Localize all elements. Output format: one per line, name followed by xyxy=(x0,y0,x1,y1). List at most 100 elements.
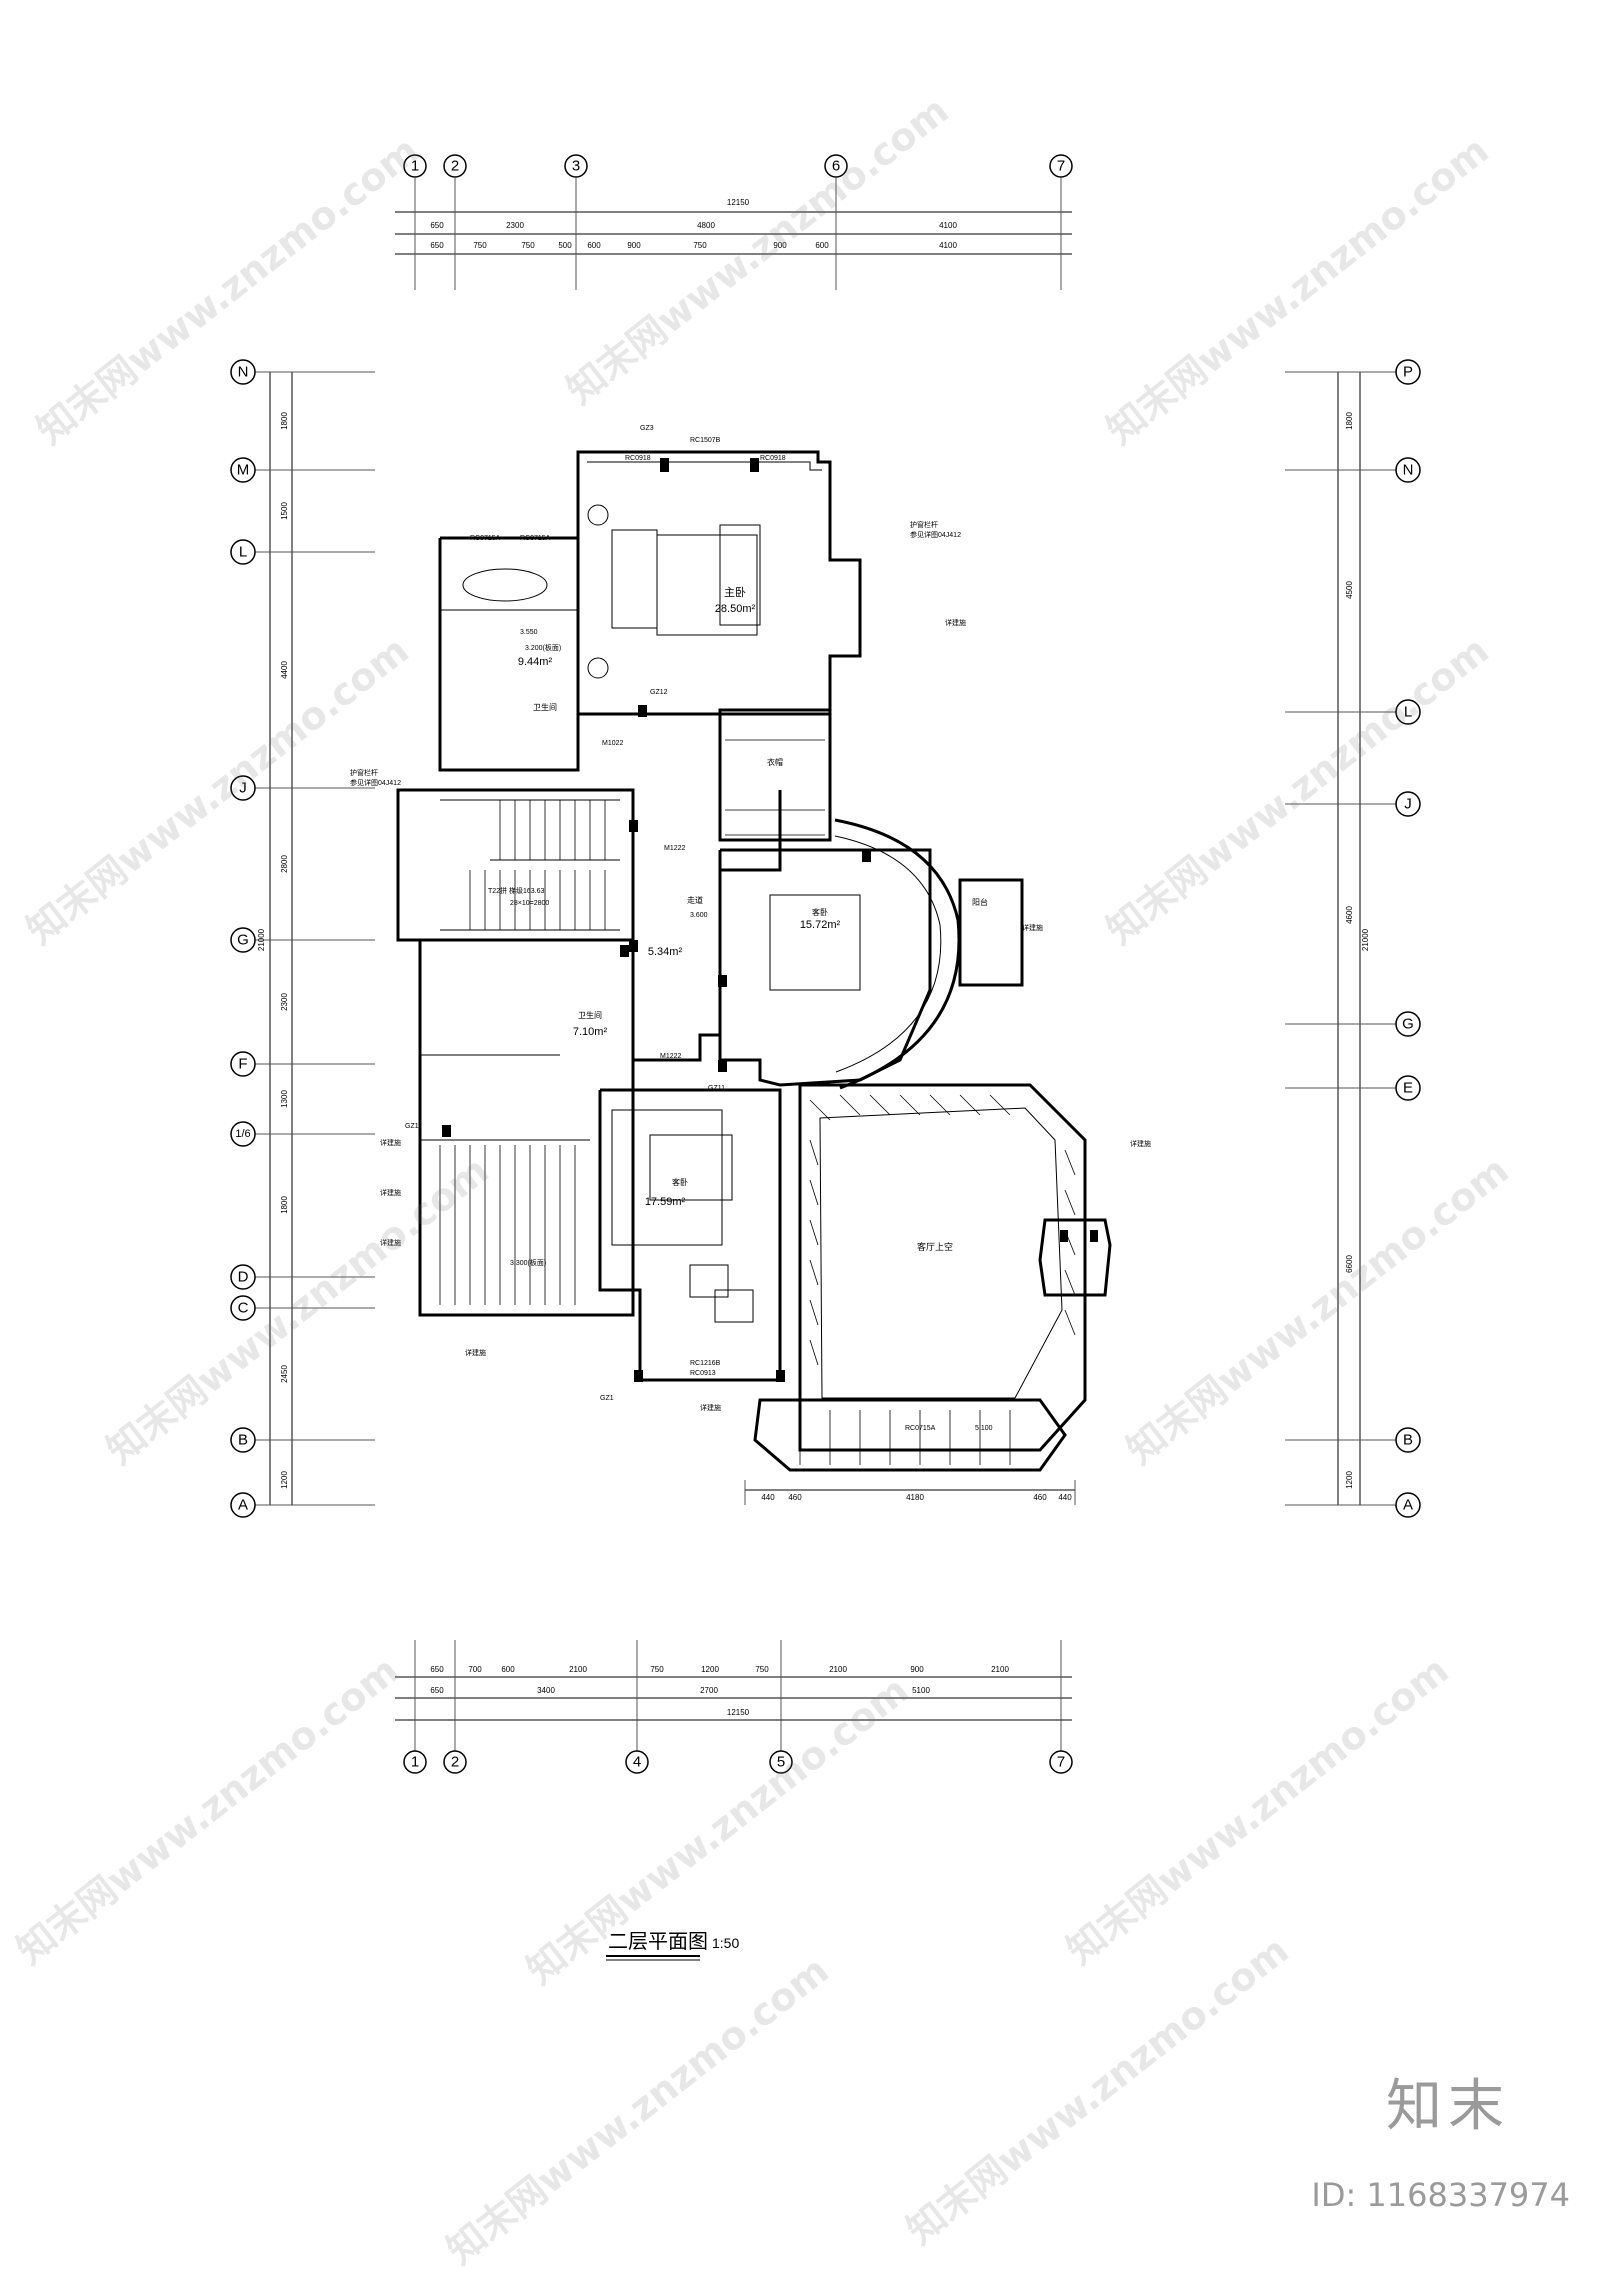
room-corridor-area: 5.34m² xyxy=(648,946,683,958)
left-dim-1800b: 1800 xyxy=(280,1196,289,1214)
room-labels: 主卧 28.50m² 卫生间 9.44m² 衣帽 客卧 15.72m² 走道 5… xyxy=(350,425,1151,1432)
elev-label-5: 5.100 xyxy=(975,1425,993,1432)
room-balcony-name: 阳台 xyxy=(972,897,988,907)
stair-label: T22拼 梯级163.63 xyxy=(488,886,545,895)
drawing-title-block: 二层平面图 1:50 xyxy=(606,1931,739,1961)
left-axis-D: D xyxy=(238,1269,249,1286)
top-dim-500: 500 xyxy=(558,241,572,250)
room-bath1-name: 卫生间 xyxy=(533,702,557,712)
room-guest2-area: 17.59m² xyxy=(645,1196,686,1208)
left-dim-2300: 2300 xyxy=(280,993,289,1011)
room-guest2-name: 客卧 xyxy=(672,1177,688,1187)
window-code-1: RC0918 xyxy=(625,455,651,462)
top-axis-2: 2 xyxy=(451,158,459,175)
top-dim-600: 600 xyxy=(587,241,601,250)
top-dim-650: 650 xyxy=(430,221,444,230)
bottom-dim-5100: 5100 xyxy=(912,1686,930,1695)
wardrobe-hatch xyxy=(725,714,825,836)
left-axis-J: J xyxy=(239,780,247,797)
right-dim-4500: 4500 xyxy=(1345,581,1354,599)
bottom-dim-750: 750 xyxy=(650,1665,664,1674)
bottom-dim-2100: 2100 xyxy=(569,1665,587,1674)
right-axis-J: J xyxy=(1404,796,1412,813)
left-dim-1200: 1200 xyxy=(280,1471,289,1489)
bottom-dim-3400: 3400 xyxy=(537,1686,555,1695)
left-dim-1500: 1500 xyxy=(280,502,289,520)
left-dim-2800: 2800 xyxy=(280,855,289,873)
brand-logo: 知末 xyxy=(1386,2074,1510,2139)
left-axis-A: A xyxy=(238,1497,248,1514)
left-axis-F: F xyxy=(238,1056,247,1073)
room-master-name: 主卧 xyxy=(724,586,746,599)
top-axis-3: 3 xyxy=(572,158,580,175)
right-dim-1200: 1200 xyxy=(1345,1471,1354,1489)
left-axis-B: B xyxy=(238,1432,248,1449)
left-axis-C: C xyxy=(238,1300,249,1317)
detail-ref-6: 详建施 xyxy=(380,1238,401,1247)
elev-label-1: 3.550 xyxy=(520,629,538,636)
elev-label-2: 3.600 xyxy=(690,912,708,919)
bottom-dim-2700: 2700 xyxy=(700,1686,718,1695)
void-hatch xyxy=(809,1094,1076,1366)
top-dim-4100b: 4100 xyxy=(939,241,957,250)
top-axis-6: 6 xyxy=(832,158,840,175)
bottom-dimension-block: 650 700 600 2100 750 1200 750 2100 900 2… xyxy=(395,1640,1073,1774)
drawing-scale: 1:50 xyxy=(712,1935,739,1951)
window-code-11: RC0715A xyxy=(905,1425,936,1432)
right-axis-L: L xyxy=(1404,704,1412,721)
window-code-2: RC1507B xyxy=(690,437,721,444)
col-code-8: GZ1 xyxy=(600,1395,614,1402)
detail-ref-4: 详建施 xyxy=(380,1138,401,1147)
room-master-area: 28.50m² xyxy=(715,603,756,615)
room-wardrobe-name: 衣帽 xyxy=(767,757,783,767)
drawing-title: 二层平面图 xyxy=(608,1931,708,1953)
top-dim-900: 900 xyxy=(627,241,641,250)
door-code-2: M1022 xyxy=(602,740,624,747)
bottom-dim-2100c: 2100 xyxy=(991,1665,1009,1674)
left-axis-L: L xyxy=(239,544,247,561)
plan-walls xyxy=(396,450,1112,1472)
col-code-7: GZ1 xyxy=(405,1123,419,1130)
bottom-dim-650: 650 xyxy=(430,1665,444,1674)
right-axis-block: 21000 1800 4500 4600 6600 1200 P N L J G… xyxy=(1285,359,1421,1518)
left-dim-4400: 4400 xyxy=(280,661,289,679)
bay-dim-440b: 440 xyxy=(1058,1493,1072,1502)
door-code-1: M1222 xyxy=(664,845,686,852)
left-axis-G: G xyxy=(237,932,249,949)
top-dim-900b: 900 xyxy=(773,241,787,250)
bay-dim-440: 440 xyxy=(761,1493,775,1502)
right-axis-N: N xyxy=(1403,462,1414,479)
bay-hatch xyxy=(799,1410,1011,1465)
top-dim-2300: 2300 xyxy=(506,221,524,230)
room-guest1-area: 15.72m² xyxy=(800,919,841,931)
elev-label-3: 3.200(板面) xyxy=(525,643,561,652)
bottom-axis-4: 4 xyxy=(633,1754,641,1771)
bottom-total-dim: 12150 xyxy=(727,1708,750,1717)
detail-ref-5: 详建施 xyxy=(380,1188,401,1197)
right-axis-B: B xyxy=(1403,1432,1413,1449)
bottom-dim-700: 700 xyxy=(468,1665,482,1674)
bay-dim-4180: 4180 xyxy=(906,1493,924,1502)
top-dim-750b: 750 xyxy=(521,241,535,250)
bottom-dim-750b: 750 xyxy=(755,1665,769,1674)
top-dim-4100: 4100 xyxy=(939,221,957,230)
railing-label-2: 护窗栏杆 xyxy=(910,520,938,529)
top-axis-1: 1 xyxy=(411,158,419,175)
railing-label: 护窗栏杆 xyxy=(350,768,378,777)
bay-dim-460b: 460 xyxy=(1033,1493,1047,1502)
right-axis-A: A xyxy=(1403,1497,1413,1514)
room-bath2-name: 卫生间 xyxy=(578,1010,602,1020)
left-dim-2450: 2450 xyxy=(280,1365,289,1383)
window-code-9: RC1216B xyxy=(690,1360,721,1367)
bottom-axis-1: 1 xyxy=(411,1754,419,1771)
top-dim-4800: 4800 xyxy=(697,221,715,230)
right-dim-6600: 6600 xyxy=(1345,1255,1354,1273)
detail-ref-7: 详建施 xyxy=(465,1348,486,1357)
detail-ref-2: 详建施 xyxy=(1022,923,1043,932)
left-total-dim: 21000 xyxy=(257,928,266,951)
detail-ref-1: 详建施 xyxy=(945,618,966,627)
bay-dim-460: 460 xyxy=(788,1493,802,1502)
col-code-6: GZ11 xyxy=(708,1085,725,1092)
bay-dimension-block: 440 460 4180 460 440 xyxy=(744,1480,1076,1505)
